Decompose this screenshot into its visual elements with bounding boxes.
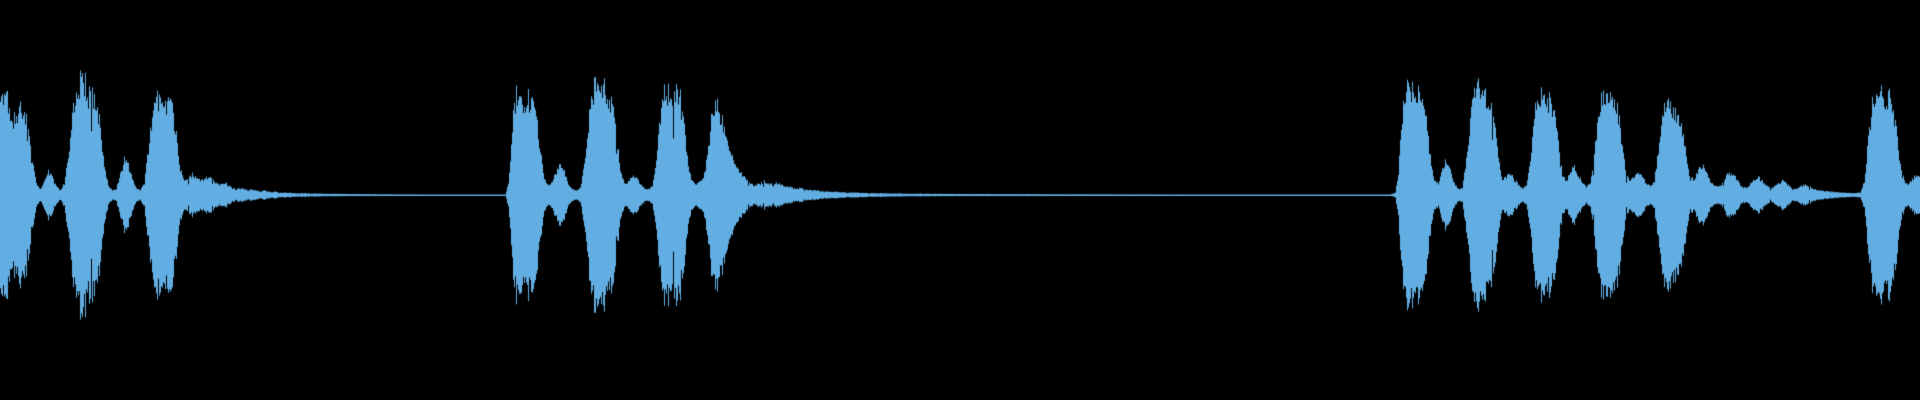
audio-waveform-canvas[interactable]: [0, 0, 1920, 400]
waveform-viewer[interactable]: Audio Waveform: [0, 0, 1920, 400]
